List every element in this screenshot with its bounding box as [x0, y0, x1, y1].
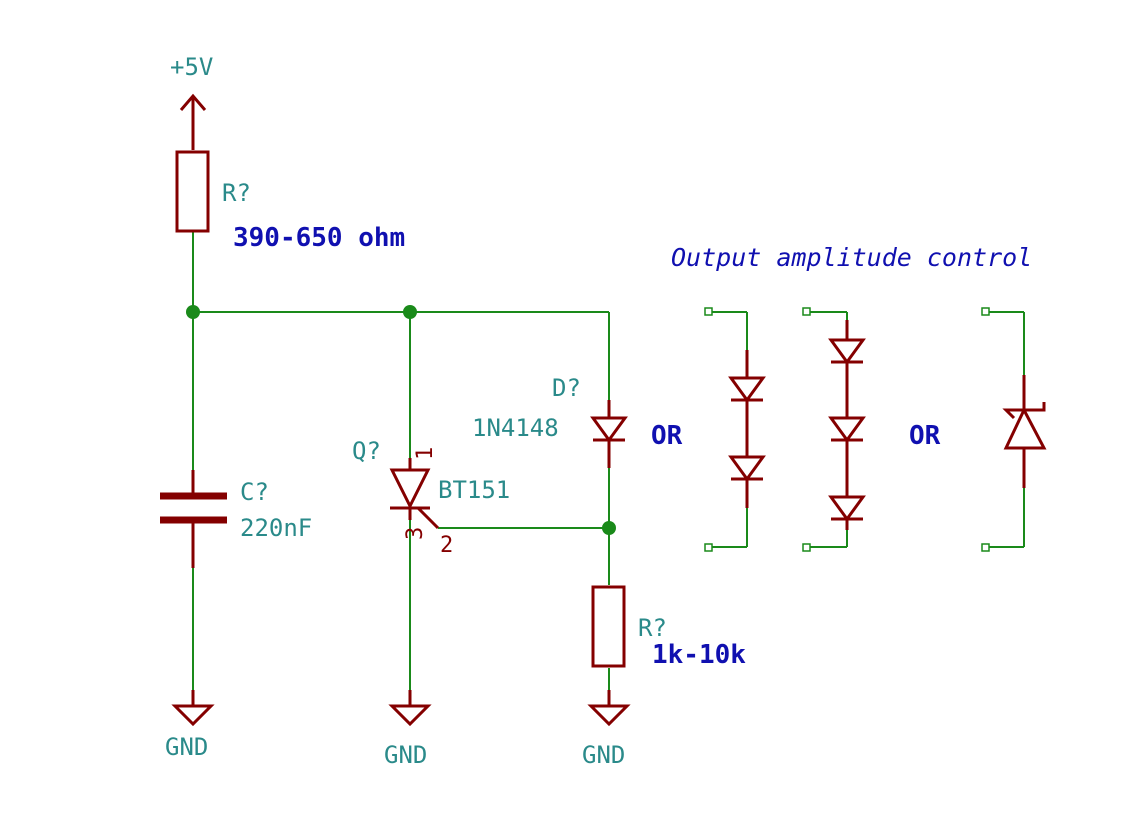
- or-label: OR: [651, 421, 683, 451]
- diode-d1[interactable]: D? 1N4148: [472, 374, 628, 468]
- junction-dot: [602, 521, 616, 535]
- diode-chain-two[interactable]: [704, 307, 766, 552]
- thyristor-q1[interactable]: Q? BT151 1 2 3: [352, 437, 510, 558]
- gnd-symbol[interactable]: GND: [384, 690, 432, 769]
- terminal: [802, 307, 811, 316]
- terminal: [981, 543, 990, 552]
- gnd-label: GND: [384, 741, 427, 769]
- or-label: OR: [909, 421, 941, 451]
- vcc-symbol[interactable]: +5V: [170, 53, 213, 150]
- terminal: [704, 543, 713, 552]
- q1-pin3-label: 3: [403, 527, 428, 540]
- q1-value: BT151: [438, 476, 510, 504]
- resistor-r1[interactable]: R? 390-650 ohm: [175, 150, 405, 253]
- junctions: [186, 305, 616, 535]
- q1-reference: Q?: [352, 437, 381, 465]
- zener-diode[interactable]: [981, 307, 1047, 552]
- gnd-label: GND: [582, 741, 625, 769]
- diode-chain-three[interactable]: [802, 307, 866, 552]
- r2-reference: R?: [638, 614, 667, 642]
- junction-dot: [403, 305, 417, 319]
- terminal: [704, 307, 713, 316]
- terminal: [981, 307, 990, 316]
- c1-value: 220nF: [240, 514, 312, 542]
- wires: [192, 110, 610, 706]
- r1-value: 390-650 ohm: [233, 223, 405, 253]
- gnd-symbol[interactable]: GND: [582, 690, 631, 769]
- c1-reference: C?: [240, 478, 269, 506]
- gnd-label: GND: [165, 733, 208, 761]
- q1-pin1-label: 1: [413, 447, 438, 460]
- vcc-label: +5V: [170, 53, 213, 81]
- junction-dot: [186, 305, 200, 319]
- capacitor-c1[interactable]: C? 220nF: [160, 470, 312, 568]
- resistor-r2[interactable]: R? 1k-10k: [591, 585, 746, 670]
- amplitude-control-title: Output amplitude control: [671, 243, 1032, 272]
- terminal: [802, 543, 811, 552]
- r1-reference: R?: [222, 179, 251, 207]
- r2-value: 1k-10k: [652, 640, 746, 670]
- d1-reference: D?: [552, 374, 581, 402]
- gnd-symbol[interactable]: GND: [165, 690, 215, 761]
- q1-pin2-label: 2: [440, 533, 453, 558]
- d1-value: 1N4148: [472, 414, 559, 442]
